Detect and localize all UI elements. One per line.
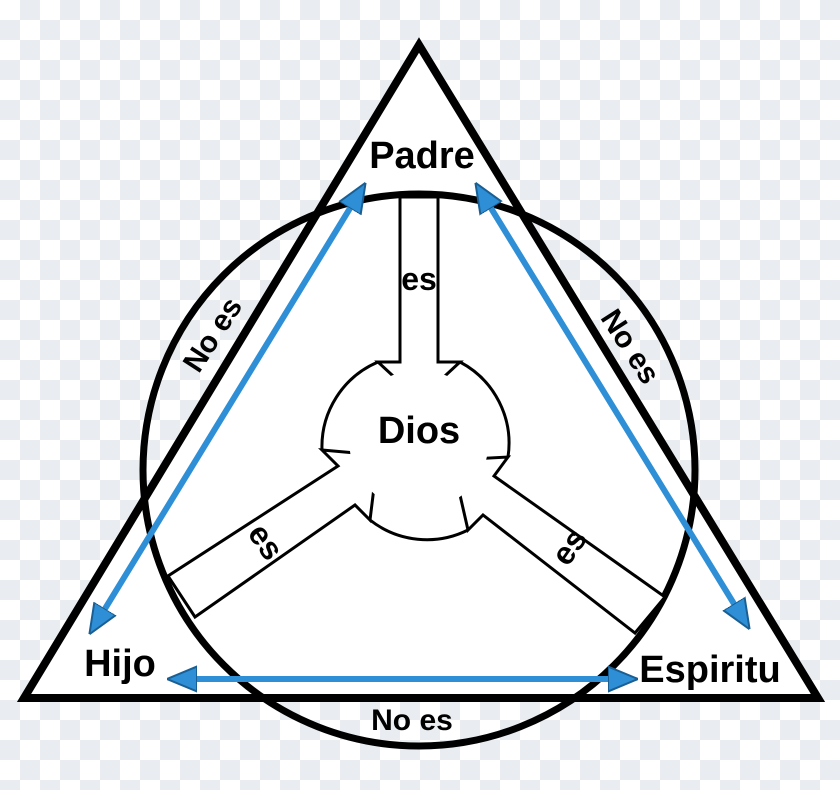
hijo-espiritu-relation-label: No es <box>371 704 453 737</box>
padre-label: Padre <box>369 135 475 177</box>
padre-dios-relation-label: es <box>401 261 437 297</box>
dios-circle-segment <box>369 518 469 542</box>
padre-hijo-arrow <box>92 187 363 630</box>
espiritu-label: Espiritu <box>639 649 780 691</box>
padre-espiritu-arrow <box>478 187 747 625</box>
hijo-label: Hijo <box>84 643 156 685</box>
dios-label: Dios <box>378 410 460 452</box>
dios-disc <box>349 370 489 510</box>
